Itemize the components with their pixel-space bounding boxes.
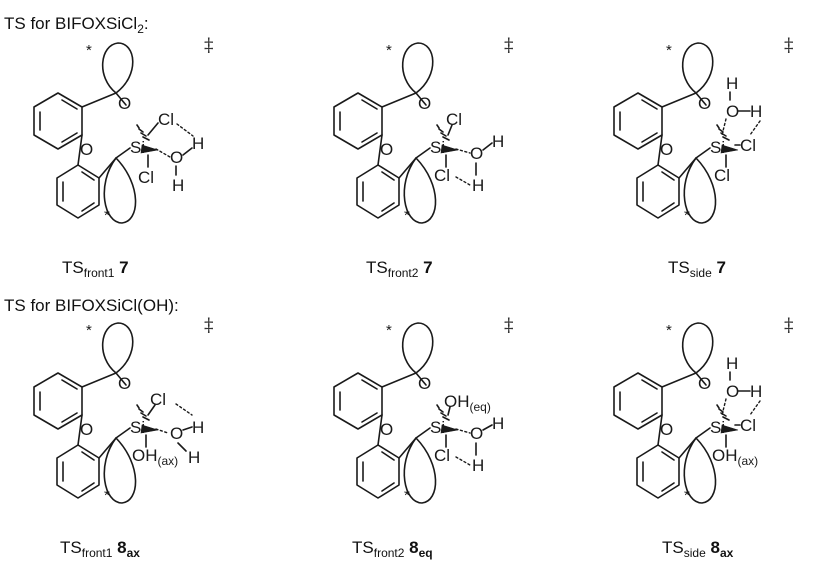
- svg-text:Cl: Cl: [740, 416, 756, 435]
- svg-text:Cl: Cl: [434, 446, 450, 465]
- svg-text:Si: Si: [130, 138, 145, 157]
- structure-tsfront2-8eq: * * O O Si OH(eq) Cl O H H ‡: [333, 314, 514, 504]
- svg-text:H: H: [192, 134, 204, 153]
- svg-text:O: O: [418, 374, 431, 393]
- svg-text:O: O: [698, 374, 711, 393]
- svg-text:Cl: Cl: [158, 110, 174, 129]
- structure-tsside-7: * * O O Si H O H Cl Cl ‡: [613, 34, 794, 224]
- label-tsfront1-8ax: TSfront1 8ax: [60, 538, 140, 560]
- label-tsfront1-7: TSfront1 7: [62, 258, 129, 280]
- svg-text:O: O: [170, 424, 183, 443]
- svg-text:O: O: [118, 374, 131, 393]
- row1-header: TS for BIFOXSiCl2:: [4, 14, 149, 36]
- svg-text:H: H: [172, 176, 184, 195]
- svg-text:OH(eq): OH(eq): [444, 392, 491, 414]
- svg-text:O: O: [170, 148, 183, 167]
- svg-text:Si: Si: [430, 138, 445, 157]
- structure-tsfront1-7: * * O O Si Cl Cl O H H ‡: [33, 34, 214, 224]
- svg-text:OH(ax): OH(ax): [712, 446, 758, 468]
- svg-text:‡: ‡: [504, 314, 514, 336]
- svg-text:Si: Si: [130, 418, 145, 437]
- svg-text:O: O: [470, 144, 483, 163]
- svg-text:H: H: [726, 74, 738, 93]
- svg-text:Cl: Cl: [740, 136, 756, 155]
- svg-text:O: O: [726, 382, 739, 401]
- svg-text:Si: Si: [710, 418, 725, 437]
- svg-text:O: O: [418, 94, 431, 113]
- svg-text:Cl: Cl: [150, 390, 166, 409]
- svg-text:O: O: [698, 94, 711, 113]
- svg-text:*: *: [104, 207, 110, 224]
- svg-text:H: H: [472, 456, 484, 475]
- svg-text:O: O: [470, 424, 483, 443]
- svg-text:*: *: [104, 487, 110, 504]
- svg-text:H: H: [726, 354, 738, 373]
- svg-text:O: O: [380, 420, 393, 439]
- svg-text:H: H: [472, 176, 484, 195]
- svg-text:*: *: [684, 487, 690, 504]
- svg-text:*: *: [666, 42, 672, 59]
- svg-text:*: *: [666, 322, 672, 339]
- svg-text:O: O: [380, 140, 393, 159]
- svg-text:‡: ‡: [784, 314, 794, 336]
- svg-text:Si: Si: [710, 138, 725, 157]
- svg-text:‡: ‡: [504, 34, 514, 56]
- svg-text:Cl: Cl: [446, 110, 462, 129]
- svg-text:*: *: [86, 322, 92, 339]
- label-tsside-7: TSside 7: [668, 258, 726, 280]
- svg-text:*: *: [404, 487, 410, 504]
- svg-text:O: O: [660, 140, 673, 159]
- structure-tsside-8ax: * * O O Si H O H Cl OH(ax) ‡: [613, 314, 794, 504]
- svg-text:‡: ‡: [204, 34, 214, 56]
- svg-text:H: H: [750, 102, 762, 121]
- svg-text:*: *: [386, 322, 392, 339]
- structure-tsfront1-8ax: * * O O Si Cl OH(ax) O H H ‡: [33, 314, 214, 504]
- svg-text:Si: Si: [430, 418, 445, 437]
- svg-text:H: H: [492, 132, 504, 151]
- svg-text:*: *: [684, 207, 690, 224]
- svg-text:O: O: [80, 140, 93, 159]
- svg-text:O: O: [660, 420, 673, 439]
- label-tsside-8ax: TSside 8ax: [662, 538, 734, 560]
- svg-text:OH(ax): OH(ax): [132, 446, 178, 468]
- row2-header: TS for BIFOXSiCl(OH):: [4, 296, 179, 315]
- svg-text:Cl: Cl: [138, 168, 154, 187]
- label-tsfront2-8eq: TSfront2 8eq: [352, 538, 433, 560]
- svg-text:H: H: [188, 448, 200, 467]
- svg-text:Cl: Cl: [434, 166, 450, 185]
- svg-text:Cl: Cl: [714, 166, 730, 185]
- svg-text:‡: ‡: [784, 34, 794, 56]
- svg-text:H: H: [750, 382, 762, 401]
- svg-text:H: H: [192, 418, 204, 437]
- svg-text:O: O: [118, 94, 131, 113]
- structure-tsfront2-7: * * O O Si Cl Cl O H H ‡: [333, 34, 514, 224]
- svg-text:O: O: [726, 102, 739, 121]
- svg-text:O: O: [80, 420, 93, 439]
- svg-text:*: *: [386, 42, 392, 59]
- svg-text:‡: ‡: [204, 314, 214, 336]
- svg-text:*: *: [404, 207, 410, 224]
- svg-text:H: H: [492, 414, 504, 433]
- svg-text:*: *: [86, 42, 92, 59]
- label-tsfront2-7: TSfront2 7: [366, 258, 433, 280]
